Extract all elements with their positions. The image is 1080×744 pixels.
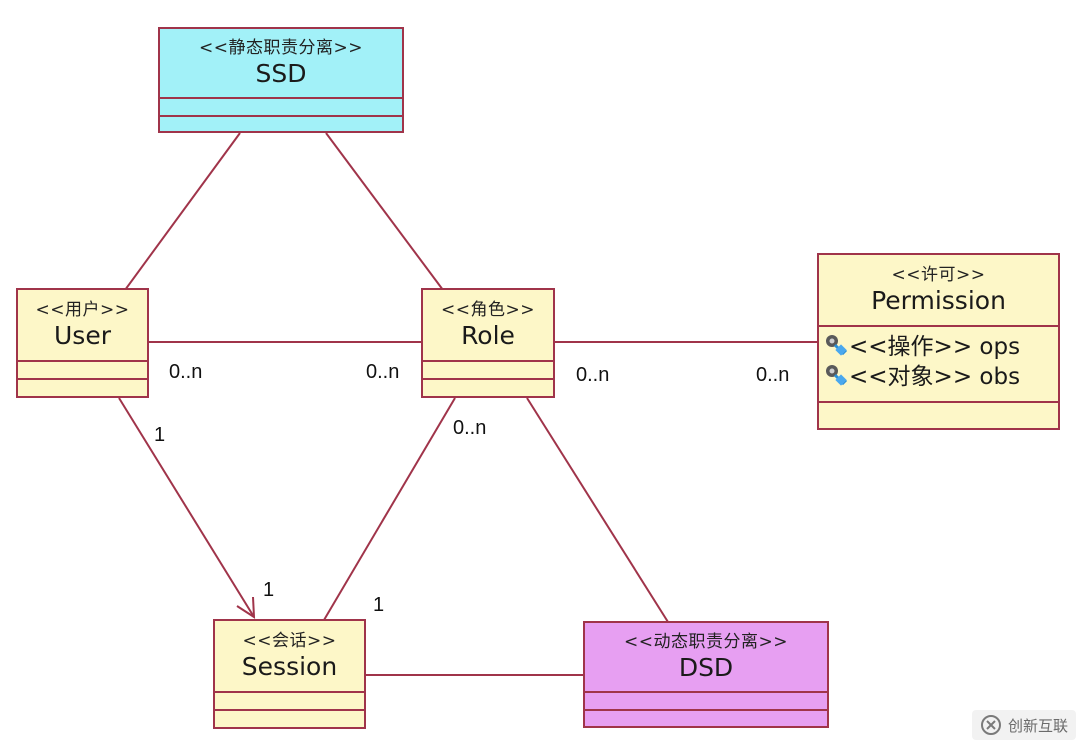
class-role-header: <<角色>> Role xyxy=(423,290,553,362)
watermark-text: 创新互联 xyxy=(1007,716,1068,735)
class-session-stereotype: <<会话>> xyxy=(242,631,337,651)
class-user-header: <<用户>> User xyxy=(18,290,147,362)
arrowhead-session xyxy=(236,596,256,619)
assoc-user-session xyxy=(118,397,255,618)
class-role-name: Role xyxy=(461,321,515,350)
class-dsd-name: DSD xyxy=(678,653,734,682)
class-user-name: User xyxy=(54,321,111,350)
key-attribute-icon xyxy=(826,365,848,386)
class-dsd-operations xyxy=(585,711,827,726)
class-session[interactable]: <<会话>> Session xyxy=(213,619,366,729)
class-session-operations xyxy=(215,711,364,727)
class-session-name: Session xyxy=(241,652,338,681)
class-ssd-attributes xyxy=(160,99,402,117)
assoc-ssd-user xyxy=(124,132,241,291)
multiplicity-label: 1 xyxy=(373,594,385,616)
multiplicity-label: 0..n xyxy=(169,361,203,383)
assoc-role-dsd xyxy=(526,397,669,623)
class-permission-header: <<许可>> Permission xyxy=(819,255,1058,327)
class-role-stereotype: <<角色>> xyxy=(441,300,535,320)
class-user-attributes xyxy=(18,362,147,380)
assoc-ssd-role xyxy=(325,132,444,291)
class-session-attributes xyxy=(215,693,364,711)
class-user-stereotype: <<用户>> xyxy=(35,300,130,320)
attribute-ops: <<操作>> ops xyxy=(849,334,1021,360)
class-permission-name: Permission xyxy=(871,286,1006,315)
class-ssd-operations xyxy=(160,117,402,131)
class-dsd-attributes xyxy=(585,693,827,711)
attribute-row: <<操作>> ops xyxy=(819,329,1058,360)
class-dsd-header: <<动态职责分离>> DSD xyxy=(585,623,827,693)
class-permission[interactable]: <<许可>> Permission <<操作>> ops <<对象>> obs xyxy=(817,253,1060,430)
class-role-attributes xyxy=(423,362,553,380)
key-attribute-icon xyxy=(826,335,848,356)
multiplicity-label: 1 xyxy=(263,579,275,601)
multiplicity-label: 1 xyxy=(154,424,166,446)
brand-logo-icon xyxy=(980,715,1001,735)
multiplicity-label: 0..n xyxy=(576,364,610,386)
class-user-operations xyxy=(18,380,147,396)
multiplicity-label: 0..n xyxy=(453,417,487,439)
watermark: 创新互联 xyxy=(971,710,1076,740)
class-dsd[interactable]: <<动态职责分离>> DSD xyxy=(583,621,829,728)
attribute-row: <<对象>> obs xyxy=(819,359,1058,390)
class-ssd-stereotype: <<静态职责分离>> xyxy=(199,38,363,58)
class-role-operations xyxy=(423,380,553,396)
assoc-role-session xyxy=(323,397,456,621)
class-ssd-name: SSD xyxy=(255,59,307,88)
class-dsd-stereotype: <<动态职责分离>> xyxy=(624,632,788,652)
class-role[interactable]: <<角色>> Role xyxy=(421,288,555,398)
attribute-obs: <<对象>> obs xyxy=(849,364,1021,390)
class-ssd-header: <<静态职责分离>> SSD xyxy=(160,29,402,99)
class-session-header: <<会话>> Session xyxy=(215,621,364,693)
class-permission-attributes: <<操作>> ops <<对象>> obs xyxy=(819,327,1058,403)
multiplicity-label: 0..n xyxy=(366,361,400,383)
class-permission-operations xyxy=(819,403,1058,428)
class-user[interactable]: <<用户>> User xyxy=(16,288,149,398)
multiplicity-label: 0..n xyxy=(756,364,790,386)
class-ssd[interactable]: <<静态职责分离>> SSD xyxy=(158,27,404,133)
class-permission-stereotype: <<许可>> xyxy=(891,265,986,285)
